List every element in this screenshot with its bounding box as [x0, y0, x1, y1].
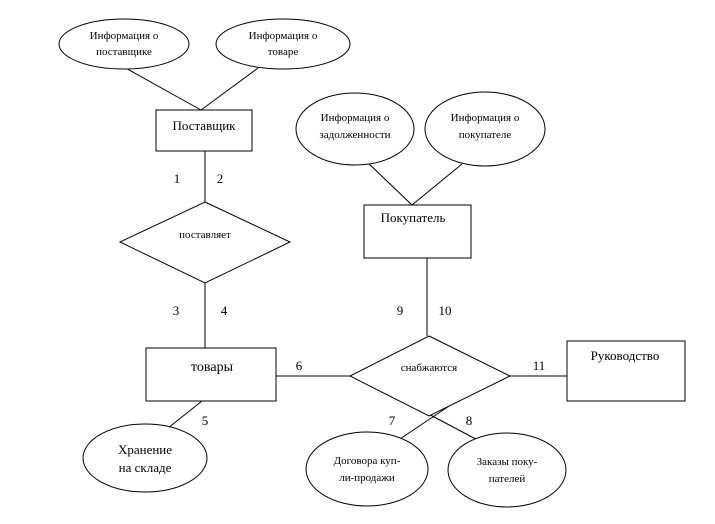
entity-goods-label: товары	[191, 360, 234, 375]
attribute-orders-line1: Заказы поку-	[477, 456, 538, 468]
attribute-goods-info-line2: товаре	[268, 46, 299, 58]
edge-number-4: 4	[221, 303, 228, 318]
attribute-supplier-info: Информация о поставщике	[58, 18, 190, 70]
attribute-buyer-info: Информация о покупателе	[424, 91, 546, 167]
attribute-debt-info-line1: Информация о	[321, 112, 390, 124]
attribute-debt-info-line2: задолженности	[319, 129, 390, 141]
attribute-storage-line2: на складе	[119, 460, 172, 475]
edge-number-9: 9	[397, 303, 404, 318]
attribute-contracts-line1: Договора куп-	[334, 455, 401, 467]
entity-supplier: Поставщик	[155, 109, 253, 152]
attribute-contracts-line2: ли-продажи	[339, 472, 395, 484]
attribute-goods-info-line1: Информация о	[249, 30, 318, 42]
entity-goods: товары	[145, 347, 277, 402]
relationship-provide-label: снабжаются	[401, 362, 457, 374]
entity-supplier-label: Поставщик	[172, 118, 236, 133]
attribute-supplier-info-line1: Информация о	[90, 30, 159, 42]
attribute-storage: Хранение на складе	[82, 423, 208, 493]
entity-management: Руководство	[566, 340, 686, 402]
relationship-supplies: поставляет	[118, 201, 292, 284]
edge-number-2: 2	[217, 171, 224, 186]
edge-number-11: 11	[533, 358, 546, 373]
edge-number-1: 1	[174, 171, 181, 186]
entity-buyer-label: Покупатель	[381, 210, 446, 225]
edge-goodsinfo-supplier	[200, 67, 259, 111]
edge-number-7: 7	[389, 413, 396, 428]
attribute-orders-line2: пателей	[489, 473, 526, 485]
attribute-storage-line1: Хранение	[118, 442, 172, 457]
edge-number-6: 6	[296, 358, 303, 373]
edge-goods-storage	[167, 400, 203, 429]
relationship-supplies-label: поставляет	[179, 229, 231, 241]
edge-number-8: 8	[466, 413, 473, 428]
attribute-goods-info: Информация о товаре	[215, 18, 351, 70]
edge-number-10: 10	[439, 303, 452, 318]
attribute-debt-info: Информация о задолженности	[295, 92, 415, 166]
attribute-supplier-info-line2: поставщике	[96, 46, 152, 58]
edge-number-5: 5	[202, 413, 209, 428]
edge-supplierinfo-supplier	[121, 65, 202, 111]
relationship-provide: снабжаются	[348, 335, 512, 417]
edge-buyerinfo-buyer	[411, 163, 463, 206]
entity-buyer: Покупатель	[363, 204, 472, 259]
attribute-buyer-info-line1: Информация о	[451, 112, 520, 124]
attribute-orders: Заказы поку- пателей	[447, 432, 567, 508]
attribute-contracts: Договора куп- ли-продажи	[305, 431, 429, 507]
attribute-buyer-info-line2: покупателе	[459, 129, 512, 141]
edge-debtinfo-buyer	[366, 161, 413, 206]
edge-numbers: 1 2 3 4 5 6 7 8 9 10 11	[173, 171, 546, 428]
entity-management-label: Руководство	[591, 348, 660, 363]
edge-number-3: 3	[173, 303, 180, 318]
